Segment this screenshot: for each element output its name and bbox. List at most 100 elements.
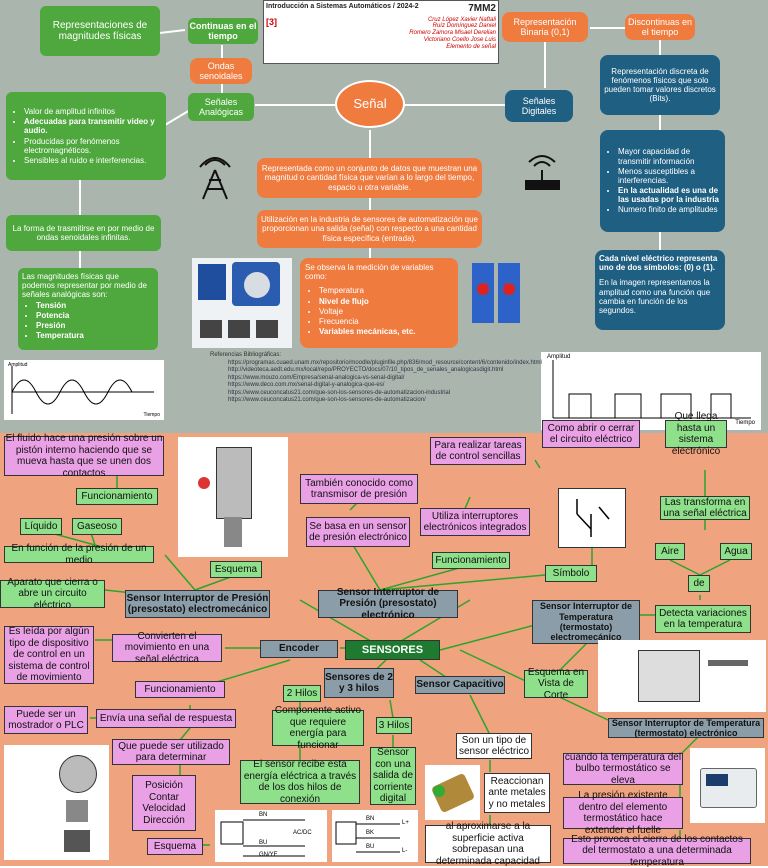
- digital-feature: Mayor capacidad de transmitir informació…: [618, 147, 721, 165]
- amplitud-label: Amplitud: [8, 362, 28, 368]
- tres-hilos-box: 3 Hilos: [376, 717, 412, 734]
- wire-label: BU: [366, 844, 375, 850]
- nivel-electrico-text: Cada nivel eléctrico representa uno de d…: [599, 254, 718, 273]
- determinar-item: Posición: [145, 780, 183, 791]
- wire-label: BN: [366, 816, 375, 822]
- reference-item[interactable]: https://www.deco.com.mx/senal-digital-y-…: [228, 382, 385, 388]
- dos-tres-hilos-box[interactable]: Sensores de 2 y 3 hilos: [324, 668, 394, 698]
- al-aproximarse-box: al aproximarse a la superficie activa so…: [425, 821, 551, 867]
- wire-label: BK: [366, 830, 375, 836]
- presostato-diagram: [178, 437, 288, 557]
- liquido-box: Líquido: [20, 518, 62, 535]
- reference-item[interactable]: http://videoteca.aedt.edu.mx/local/repo/…: [228, 367, 504, 373]
- capacitivo-box[interactable]: Sensor Capacitivo: [415, 676, 505, 694]
- reference-item[interactable]: https://programas.cuaed.unam.mx/reposito…: [228, 359, 542, 366]
- funcionamiento-box: Funcionamiento: [76, 488, 158, 505]
- simbolo-box: Símbolo: [545, 565, 597, 582]
- fluido-box: El fluido hace una presión sobre un pist…: [4, 433, 164, 479]
- esquema-box: Esquema: [147, 838, 203, 855]
- detecta-box: Detecta variaciones en la temperatura: [655, 605, 751, 633]
- references-block: Referencias Bibliográficas: https://prog…: [210, 352, 542, 405]
- se-basa-box: Se basa en un sensor de presión electrón…: [306, 517, 410, 547]
- digital-feature: Menos susceptibles a interferencias.: [618, 167, 721, 185]
- reference-item[interactable]: https://www.ceuconcatus21.com/que-son-lo…: [228, 397, 426, 403]
- temp-elec-box[interactable]: Sensor Interruptor de Temperatura (termo…: [608, 718, 764, 738]
- analog-feature: Sensibles al ruido e interferencias.: [24, 156, 162, 165]
- sensores-root[interactable]: SENSORES: [345, 640, 440, 660]
- trasmitirse-box: La forma de trasmitirse en por medio de …: [6, 215, 161, 251]
- medicion-item: Nivel de flujo: [319, 297, 416, 306]
- son-un-tipo-box: Son un tipo de sensor eléctrico: [456, 733, 532, 759]
- dos-hilos-box: 2 Hilos: [283, 685, 321, 702]
- provoca-box: Esto provoca el cierre de los contactos …: [563, 834, 751, 868]
- sine-wave-chart: Amplitud Tiempo: [4, 360, 164, 420]
- magnitud-item: Temperatura: [36, 331, 84, 340]
- magnitudes-box: Las magnitudes físicas que podemos repre…: [18, 268, 158, 350]
- presion-existente-box: La presión existente dentro del elemento…: [563, 790, 683, 836]
- analog-feature: Producidas por fenómenos electromagnétic…: [24, 137, 162, 155]
- three-wire-diagram: BN BK BU L+ L-: [332, 810, 418, 862]
- convierten-box: Convierten el movimiento en una señal el…: [112, 631, 222, 665]
- imagen-representa-text: En la imagen representamos la amplitud c…: [599, 278, 711, 315]
- header-card: Introducción a Sistemas Automáticos / 20…: [263, 0, 499, 64]
- senal-node: Señal: [335, 80, 405, 128]
- sensor-salida-box: Sensor con una salida de corriente digit…: [370, 747, 416, 805]
- rep-discreta-box: Representación discreta de fenómenos fís…: [600, 55, 720, 115]
- representada-box: Representada como un conjunto de datos q…: [257, 158, 482, 198]
- termostato-diagram: [598, 640, 766, 712]
- wire-label: BU: [259, 840, 268, 846]
- presion-elec-box[interactable]: Sensor Interruptor de Presión (presostat…: [318, 587, 458, 621]
- reference-item[interactable]: https://www.mouzo.com/Empresa/senal-anal…: [228, 374, 405, 381]
- analog-features-box: Valor de amplitud infinitos Adecuadas pa…: [6, 92, 166, 180]
- header-tema: Elemento de señal: [446, 44, 496, 51]
- reaccionan-box: Reaccionan ante metales y no metales: [484, 773, 550, 813]
- utilizacion-box: Utilización en la industria de sensores …: [257, 210, 482, 248]
- medicion-item: Frecuencia: [319, 317, 416, 326]
- wire-label: BN: [259, 812, 268, 818]
- senales-analogicas-box: Señales Analógicas: [188, 93, 254, 121]
- header-name: Victoriano Coello Jose Luis: [423, 37, 496, 44]
- reference-item[interactable]: https://www.ceuconcatus21.com/que-son-lo…: [228, 389, 451, 396]
- analog-feature: Valor de amplitud infinitos: [24, 107, 162, 116]
- esquema-box: Esquema: [210, 561, 262, 578]
- encoder-diagram: [4, 745, 109, 860]
- encoder-box[interactable]: Encoder: [260, 640, 338, 658]
- header-name: Ruíz Domínguez Daniel: [432, 23, 496, 30]
- aire-box: Aire: [655, 543, 685, 560]
- tambien-conocido-box: También conocido como transmisor de pres…: [300, 474, 418, 504]
- switch-symbol-icon: [558, 488, 626, 548]
- es-leida-box: Es leída por algún tipo de dispositivo d…: [4, 626, 94, 684]
- puede-ser-box: Puede ser un mostrador o PLC: [4, 706, 88, 734]
- en-funcion-box: En función de la presión de un medio: [4, 543, 154, 566]
- header-name: Cruz López Xavier Naftali: [427, 16, 496, 23]
- header-name: Romero Zamora Misael Derelian: [409, 30, 496, 37]
- magnitud-item: Tensión: [36, 301, 84, 310]
- antenna-tower-icon: [199, 157, 231, 200]
- temp-mec-box[interactable]: Sensor Interruptor de Temperatura (termo…: [532, 600, 640, 644]
- aparato-box: Aparato que cierra o abre un circuito el…: [0, 577, 105, 611]
- determinar-item: Dirección: [143, 814, 185, 826]
- digital-feature: Numero finito de amplitudes: [618, 205, 721, 214]
- presion-mec-box[interactable]: Sensor Interruptor de Presión (presostat…: [125, 590, 270, 618]
- medicion-box: Se observa la medición de variables como…: [300, 258, 458, 348]
- magnitudes-intro: Las magnitudes físicas que podemos repre…: [22, 272, 147, 300]
- analog-feature: Adecuadas para transmitir video y audio.: [24, 117, 162, 135]
- como-abrir-box: Como abrir o cerrar el circuito eléctric…: [542, 420, 640, 448]
- digital-feature: En la actualidad es una de las usadas po…: [618, 186, 721, 204]
- wire-label: GN/YE: [259, 852, 278, 858]
- componente-box: Componente activo que requiere energía p…: [272, 705, 364, 751]
- medicion-item: Voltaje: [319, 307, 416, 316]
- header-title: Introducción a Sistemas Automáticos / 20…: [266, 3, 419, 10]
- discontinuas-box: Discontinuas en el tiempo: [625, 14, 695, 40]
- medicion-item: Temperatura: [319, 286, 416, 295]
- rep-binaria-box: Representación Binaria (0,1): [502, 12, 588, 42]
- sensor-photo: [192, 258, 292, 348]
- gaseoso-box: Gaseoso: [72, 518, 122, 535]
- envia-box: Envía una señal de respuesta: [96, 709, 236, 728]
- funcionamiento-box: Funcionamiento: [135, 681, 225, 698]
- agua-box: Agua: [720, 543, 752, 560]
- determinar-item: Velocidad: [142, 803, 186, 814]
- continuas-box: Continuas en el tiempo: [188, 18, 258, 44]
- cuando-box: cuando la temperatura del bulbo termostá…: [563, 751, 683, 786]
- para-realizar-box: Para realizar tareas de control sencilla…: [430, 437, 526, 465]
